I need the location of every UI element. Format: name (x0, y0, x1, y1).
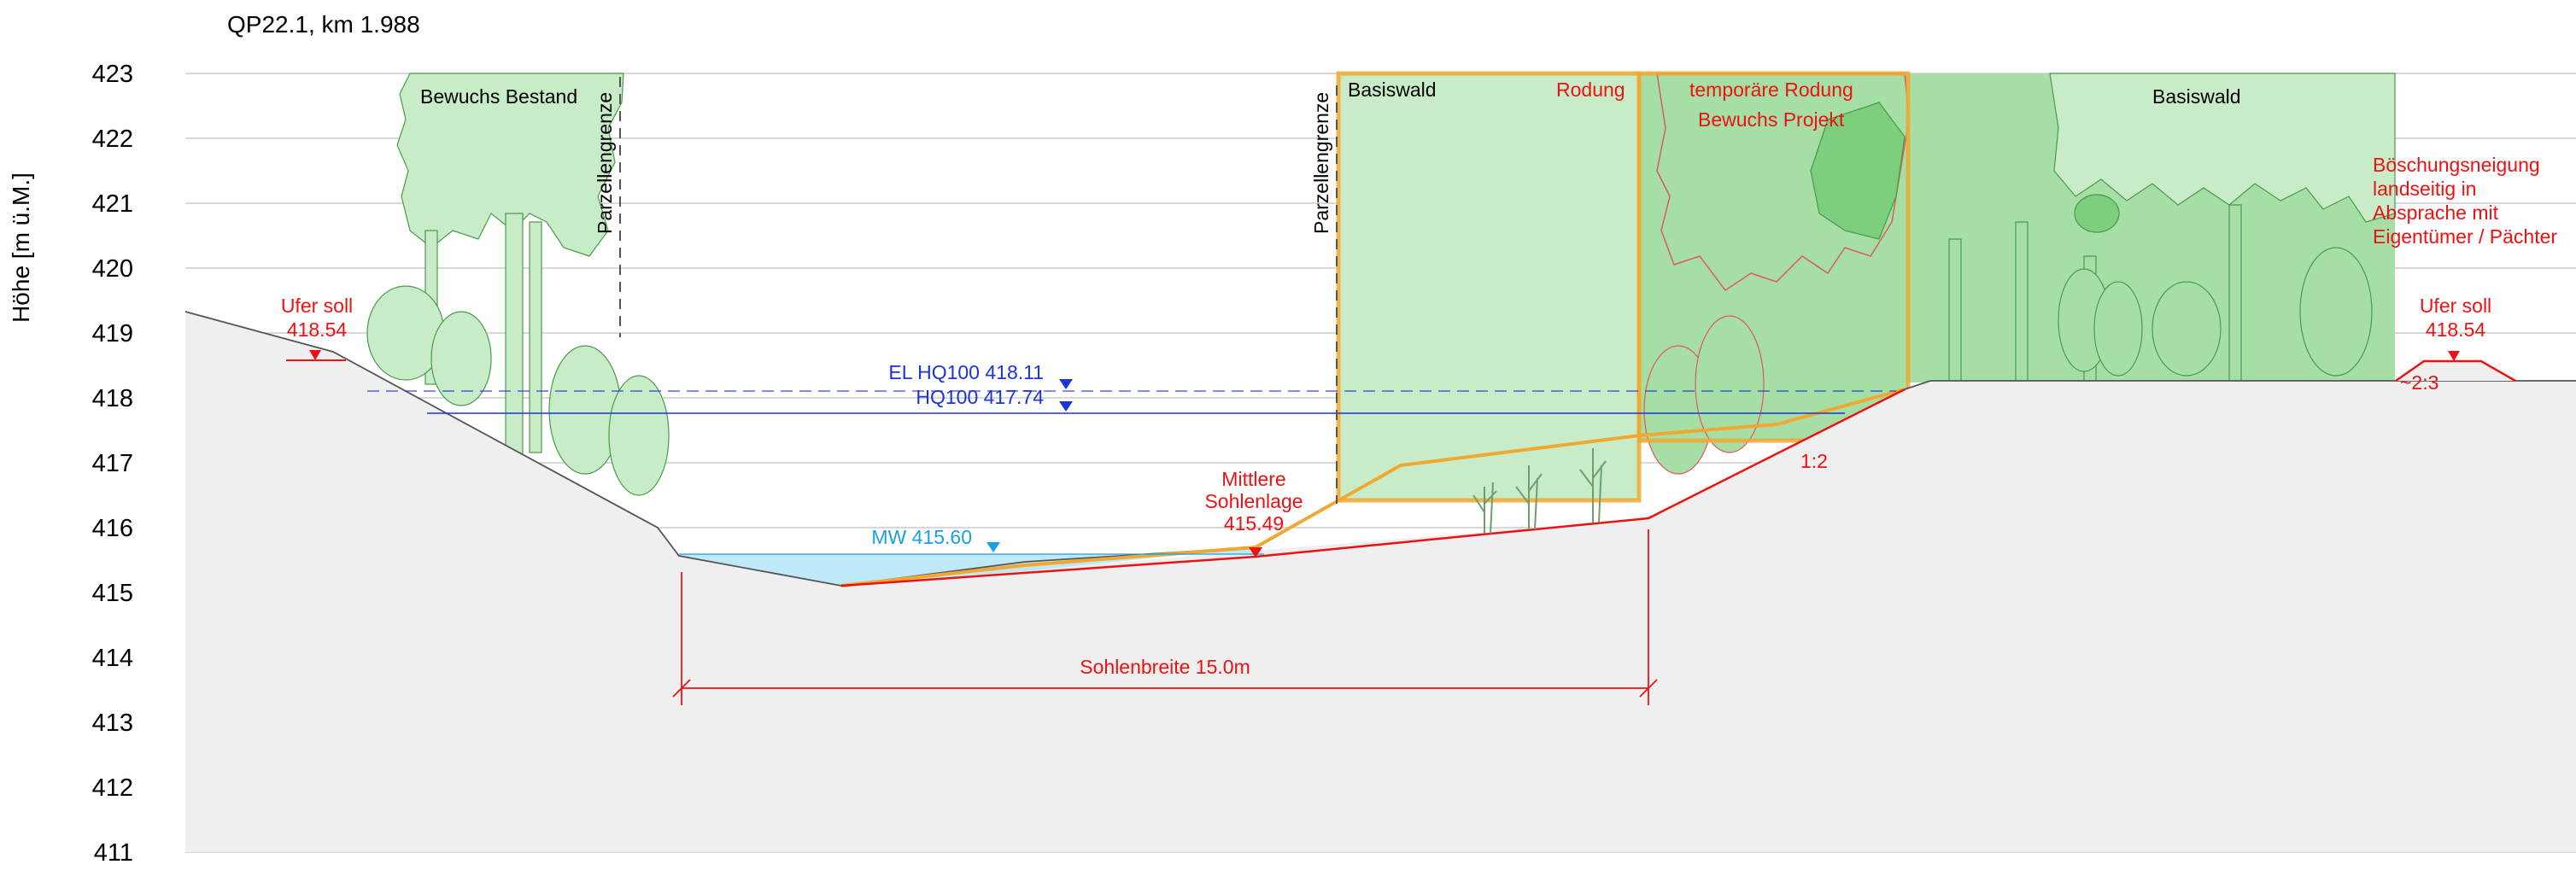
ufer-left-marker (309, 350, 321, 360)
trunk (505, 213, 524, 458)
label-slope-12: 1:2 (1800, 450, 1828, 472)
y-tick: 412 (92, 774, 133, 802)
reed (1472, 482, 1497, 534)
label-boeschung-1: Böschungsneigung (2373, 154, 2540, 176)
trunk (1948, 238, 1962, 383)
red-shrub (1695, 315, 1765, 453)
label-ufer-left-1: Ufer soll (281, 295, 353, 317)
y-tick: 420 (92, 255, 133, 283)
label-basiswald-right: Basiswald (2152, 85, 2241, 108)
label-bewuchs-projekt: Bewuchs Projekt (1698, 108, 1845, 131)
shrub (2093, 281, 2143, 377)
el-hq100-marker (1059, 379, 1073, 389)
label-el-hq100: EL HQ100 418.11 (888, 361, 1044, 383)
shrub (430, 311, 492, 406)
dark-crown (2074, 194, 2120, 233)
label-hq100: HQ100 417.74 (916, 386, 1044, 408)
label-basiswald-left: Basiswald (1348, 79, 1437, 101)
label-temp-rodung: temporäre Rodung (1689, 79, 1853, 101)
label-bewuchs-bestand: Bewuchs Bestand (420, 85, 577, 108)
y-tick: 423 (92, 61, 133, 88)
y-tick: 421 (92, 190, 133, 218)
y-tick: 417 (92, 450, 133, 477)
reed-plants (1472, 448, 1607, 534)
design-markers (286, 350, 2460, 705)
reed (1515, 465, 1543, 530)
text-layer: QP22.1, km 1.988 Höhe [m ü.M.] 423 422 4… (8, 11, 2557, 867)
y-tick: 415 (92, 580, 133, 607)
dim-tick-right (1639, 679, 1658, 698)
label-slope-right: ~2:3 (2400, 371, 2438, 394)
reed (1579, 448, 1607, 523)
y-tick: 413 (92, 710, 133, 737)
label-mw: MW 415.60 (871, 526, 972, 548)
shrub (2152, 281, 2222, 377)
y-tick: 411 (94, 839, 133, 867)
hq100-marker (1059, 401, 1073, 412)
right-dam (2395, 359, 2516, 383)
label-sohlenbreite: Sohlenbreite 15.0m (1080, 656, 1250, 678)
project-design-line (840, 388, 1906, 587)
label-mittlere-3: 415.49 (1224, 512, 1284, 534)
trunk (2015, 221, 2029, 383)
y-tick: 414 (92, 645, 133, 672)
label-ufer-right-1: Ufer soll (2420, 295, 2491, 317)
label-ufer-left-2: 418.54 (287, 318, 348, 341)
label-boeschung-4: Eigentümer / Pächter (2373, 225, 2557, 248)
project-surface-line (840, 388, 1906, 587)
diagram-title: QP22.1, km 1.988 (227, 11, 420, 38)
y-tick: 418 (92, 385, 133, 412)
shrub (608, 375, 670, 496)
trunk (529, 221, 542, 453)
forest-areas (366, 71, 2396, 503)
label-mittlere-1: Mittlere (1221, 468, 1285, 490)
label-boeschung-2: landseitig in (2373, 178, 2476, 200)
y-tick: 416 (92, 515, 133, 542)
label-parzellengrenze-left: Parzellengrenze (594, 92, 616, 234)
y-tick: 422 (92, 126, 133, 153)
y-axis-ticks: 423 422 421 420 419 418 417 416 415 414 … (92, 61, 133, 867)
mw-marker (986, 542, 1000, 552)
trunk (2228, 204, 2242, 383)
terrain-fill (185, 312, 2576, 852)
bewuchs-projekt-inner (1810, 102, 1906, 240)
dim-tick-left (672, 679, 691, 698)
sohlenlage-marker (1249, 547, 1262, 558)
label-rodung: Rodung (1556, 79, 1625, 101)
label-boeschung-3: Absprache mit (2373, 202, 2499, 224)
rodung-frame (1636, 71, 1911, 443)
label-ufer-right-2: 418.54 (2426, 318, 2486, 341)
terrain (184, 311, 2576, 852)
label-parzellengrenze-mid: Parzellengrenze (1310, 92, 1332, 234)
shrub (2299, 247, 2373, 377)
y-axis-label: Höhe [m ü.M.] (8, 172, 34, 323)
basiswald-left-area (1338, 73, 1639, 500)
label-mittlere-2: Sohlenlage (1204, 490, 1303, 512)
ufer-right-marker (2448, 351, 2460, 361)
y-tick: 419 (92, 320, 133, 348)
water-levels (367, 379, 1896, 555)
